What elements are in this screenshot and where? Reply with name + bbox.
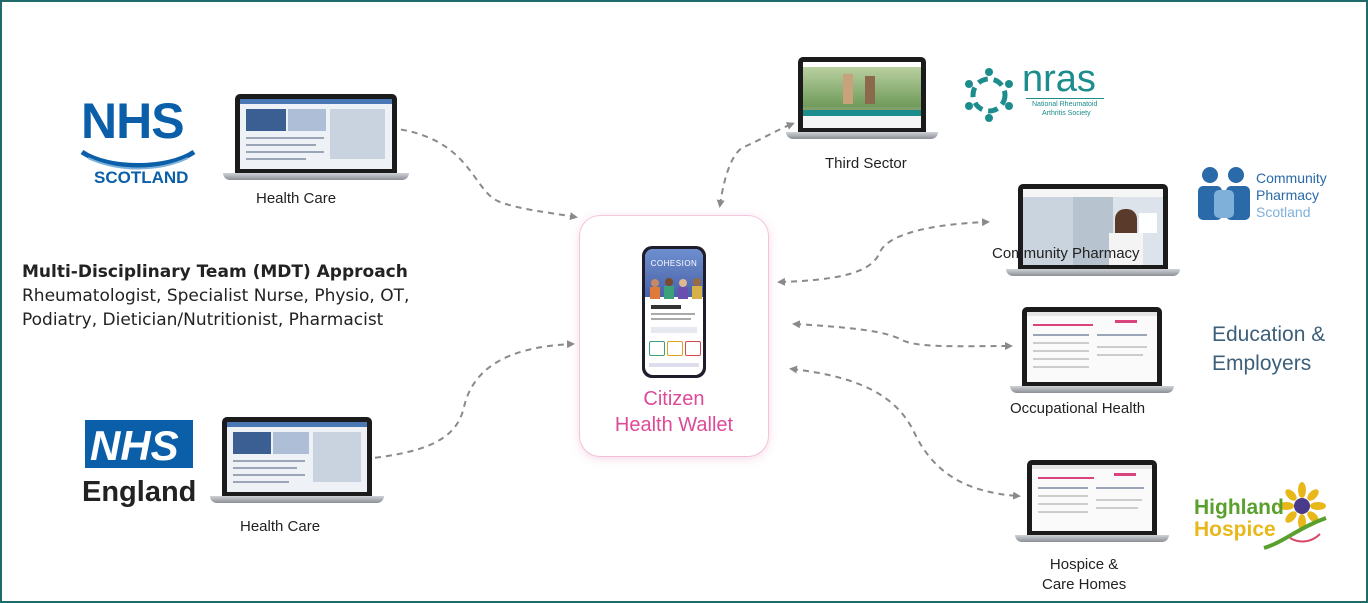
caption-health-care-top: Health Care [256, 190, 337, 207]
laptop-occupational-health [1010, 307, 1174, 393]
citizen-health-wallet-card: COHESION Citizen [580, 216, 768, 456]
phone-app-mockup: COHESION [642, 246, 706, 378]
sunflower-icon [1278, 482, 1326, 530]
nras-people-ring-icon [965, 68, 1013, 122]
nras-wordmark: nras [1022, 58, 1096, 100]
education-employers-label: Education & Employers [1212, 320, 1325, 378]
hospice-caption-line1: Hospice & [1049, 556, 1119, 573]
cps-line2: Pharmacy [1256, 187, 1320, 203]
cps-people-icon [1198, 167, 1250, 220]
nhs-blue-box [85, 420, 193, 468]
cps-line3: Scotland [1256, 204, 1311, 220]
community-pharmacy-scotland-logo: Community Pharmacy Scotland [1196, 166, 1336, 226]
laptop-health-care-england [210, 417, 384, 503]
connector-nhs-england [361, 340, 575, 463]
people-illustration-icon [650, 278, 702, 299]
connector-hospice [789, 365, 1021, 500]
connector-third-sector [716, 122, 795, 208]
caption-community-pharmacy: Community Pharmacy [992, 245, 1140, 262]
wallet-title-line1: Citizen [643, 388, 705, 410]
app-brand-label: COHESION [650, 259, 698, 268]
education-label: Education & [1212, 323, 1326, 346]
nhs-scotland-subtitle: SCOTLAND [94, 168, 189, 187]
stem-swoosh-icon [1263, 516, 1327, 550]
laptop-community-pharmacy [1006, 184, 1180, 276]
mdt-heading: Multi-Disciplinary Team (MDT) Approach [22, 262, 408, 282]
nras-subtitle-2: Arthritis Society [1042, 110, 1091, 117]
nhs-scotland-logo: NHS SCOTLAND [78, 92, 198, 192]
hospice-wordmark: Hospice [1194, 518, 1276, 541]
laptop-third-sector [786, 57, 938, 139]
caption-third-sector: Third Sector [825, 155, 907, 172]
connector-nhs-scotland [387, 124, 578, 221]
hospice-caption-line2: Care Homes [1042, 576, 1127, 593]
mdt-roles-line1: Rheumatologist, Specialist Nurse, Physio… [22, 286, 410, 306]
nhs-england-subtitle: England [82, 476, 197, 508]
cps-line1: Community [1256, 170, 1327, 186]
nhs-england-logo: NHS England [82, 420, 202, 510]
laptop-health-care-scotland [223, 94, 409, 180]
caption-hospice: Hospice & Care Homes [1042, 555, 1126, 595]
connector-community-pharmacy [777, 218, 990, 286]
highland-hospice-logo: Highland Hospice [1194, 482, 1344, 554]
caption-health-care-bottom: Health Care [240, 518, 321, 535]
employers-label: Employers [1212, 352, 1312, 375]
saltire-wave-icon [80, 149, 196, 170]
nras-logo: nras National Rheumatoid Arthritis Socie… [960, 58, 1110, 127]
nhs-england-wordmark: NHS [90, 422, 179, 469]
mdt-roles-line2: Podiatry, Dietician/Nutritionist, Pharma… [22, 310, 384, 330]
caption-occupational-health: Occupational Health [1010, 400, 1146, 417]
highland-wordmark: Highland [1194, 496, 1284, 519]
nhs-wordmark: NHS [81, 93, 185, 149]
connector-occupational-health [792, 320, 1013, 351]
laptop-hospice [1015, 460, 1169, 542]
nras-subtitle-1: National Rheumatoid [1032, 101, 1098, 108]
mdt-description: Multi-Disciplinary Team (MDT) Approach R… [22, 260, 542, 332]
wallet-title-line2: Health Wallet [614, 414, 734, 436]
